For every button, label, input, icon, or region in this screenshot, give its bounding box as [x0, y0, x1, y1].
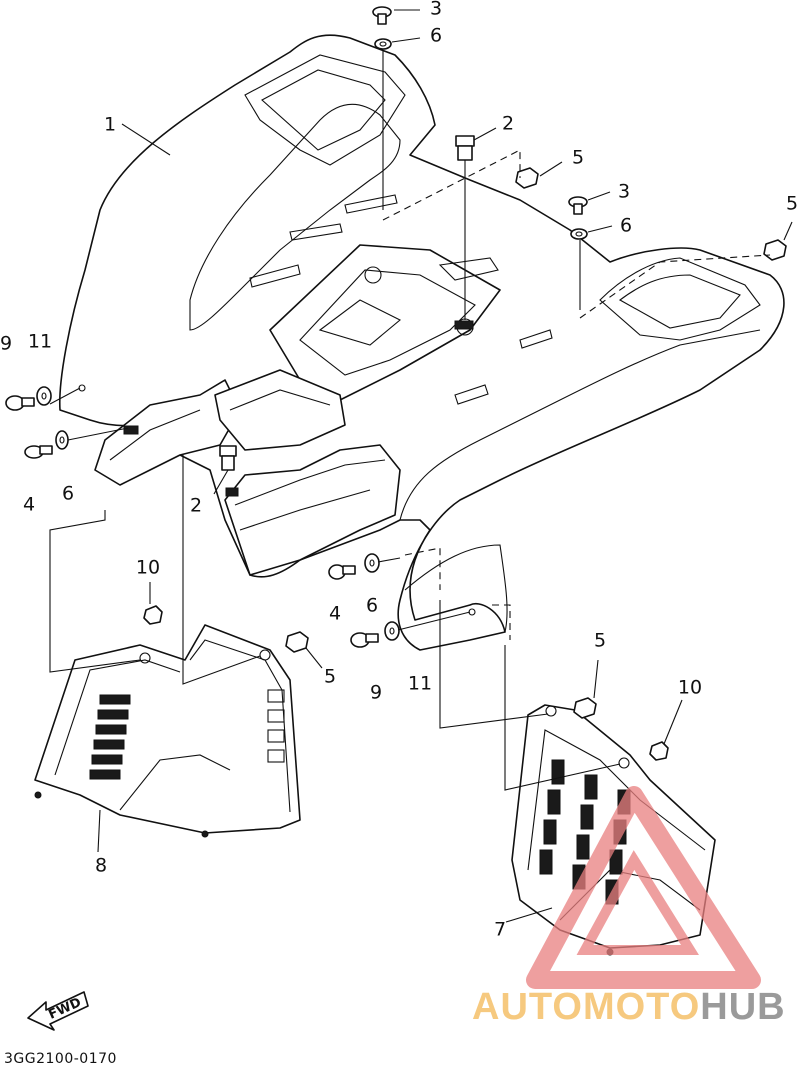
leader-lines: [49, 9, 793, 923]
fwd-label: FWD: [46, 995, 83, 1023]
washer-icon: [36, 386, 52, 406]
watermark-text-part2: HUB: [700, 986, 786, 1028]
callout-10: 10: [678, 677, 702, 699]
callout-5: 5: [594, 630, 606, 652]
washer-icon: [570, 228, 588, 240]
callout-8: 8: [95, 855, 107, 877]
callout-9: 9: [0, 333, 12, 355]
callout-4: 4: [329, 603, 341, 625]
callout-6: 6: [366, 595, 378, 617]
callout-9: 9: [370, 682, 382, 704]
callout-5: 5: [786, 193, 798, 215]
screw-icon: [568, 196, 588, 215]
washer-icon: [364, 553, 380, 573]
callout-labels: 3 6 2 5 3 6 5 1 9 11 4 6 2 10 5 8 4 6 9 …: [0, 0, 798, 941]
callout-5: 5: [572, 147, 584, 169]
screw-icon: [372, 6, 392, 25]
bolt-icon: [219, 445, 237, 471]
callout-4: 4: [23, 494, 35, 516]
fwd-arrow-icon: FWD: [27, 991, 89, 1031]
washer-icon: [374, 38, 392, 50]
nut-icon: [573, 697, 597, 719]
callout-6: 6: [62, 483, 74, 505]
nut-icon: [649, 741, 669, 761]
bolt-icon: [350, 632, 379, 648]
screw-icon: [24, 445, 53, 459]
callout-11: 11: [28, 331, 52, 353]
washer-icon: [384, 621, 400, 641]
fasteners: [5, 6, 787, 761]
callout-7: 7: [494, 919, 506, 941]
washer-icon: [55, 430, 69, 450]
nut-icon: [515, 167, 539, 189]
watermark-text-part1: AUTOMOTO: [472, 986, 701, 1028]
rear-fender-part: [58, 34, 785, 651]
callout-2: 2: [190, 495, 202, 517]
callout-6: 6: [620, 215, 632, 237]
bolt-icon: [5, 395, 35, 411]
automotohub-logo-icon: [526, 786, 761, 989]
callout-3: 3: [618, 181, 630, 203]
screw-icon: [328, 564, 356, 580]
nut-icon: [763, 239, 787, 261]
callout-5: 5: [324, 666, 336, 688]
nut-icon: [285, 631, 309, 653]
bolt-icon: [455, 135, 475, 161]
drawing-code: 3GG2100-0170: [4, 1051, 117, 1067]
callout-3: 3: [430, 0, 442, 20]
left-flap-slots: [89, 689, 285, 780]
watermark-text: AUTOMOTOHUB: [472, 986, 786, 1029]
callout-10: 10: [136, 557, 160, 579]
left-mud-flap-part: [34, 624, 301, 838]
callout-1: 1: [104, 114, 116, 136]
nut-icon: [143, 605, 163, 625]
callout-2: 2: [502, 113, 514, 135]
right-flap-slots: [539, 759, 631, 905]
callout-11: 11: [408, 673, 432, 695]
callout-6: 6: [430, 25, 442, 47]
